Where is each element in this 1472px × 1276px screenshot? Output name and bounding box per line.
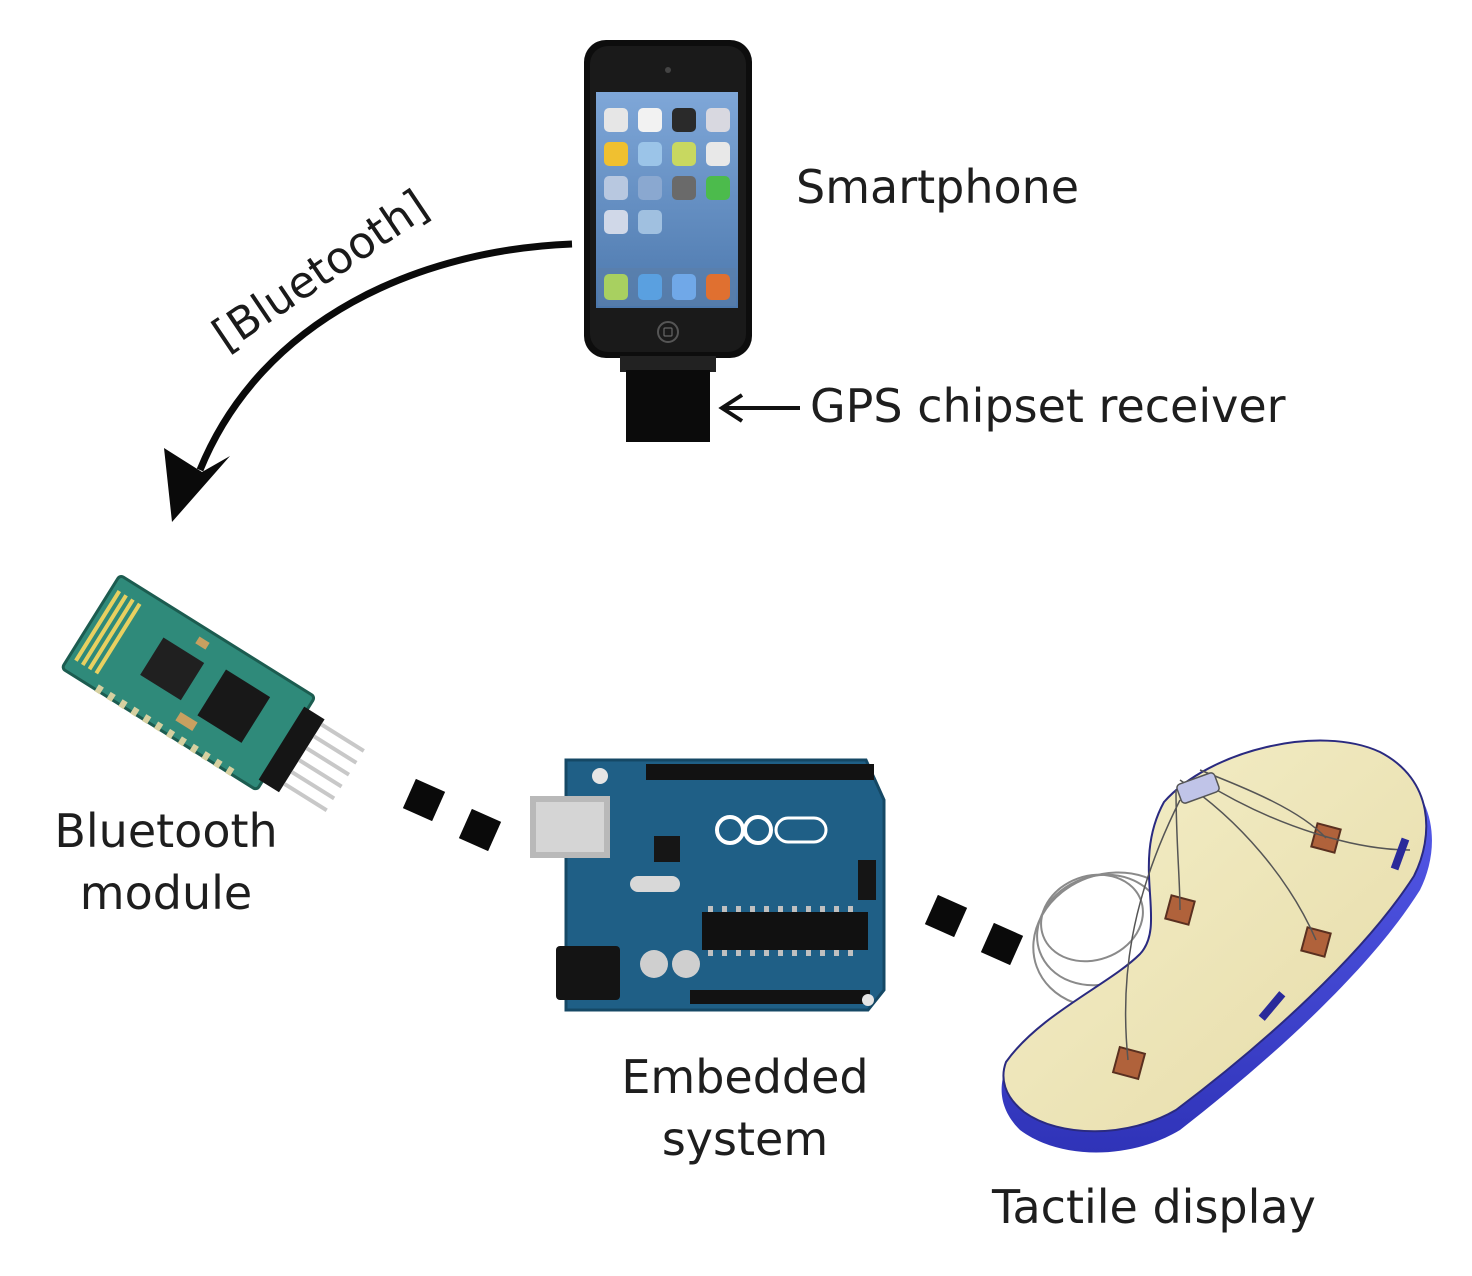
bluetooth-module-icon — [61, 575, 365, 812]
smartphone-label: Smartphone — [796, 160, 1080, 214]
bluetooth-link-label: [Bluetooth] — [204, 180, 438, 361]
tactile-insole-icon — [1001, 739, 1432, 1153]
app-icons — [598, 108, 736, 306]
arduino-board-icon — [530, 758, 886, 1012]
gps-receiver-icon — [620, 356, 716, 442]
embedded-system-label: Embedded system — [590, 1046, 900, 1170]
connector-board-to-insole — [924, 894, 1024, 966]
embedded-system-label-line1: Embedded — [621, 1050, 869, 1104]
tactile-display-label: Tactile display — [992, 1180, 1316, 1234]
gps-arrow — [718, 393, 800, 423]
bluetooth-module-label-line2: module — [79, 866, 253, 920]
gps-receiver-label: GPS chipset receiver — [810, 379, 1286, 433]
smartphone-icon — [584, 40, 752, 358]
connector-bt-to-board — [402, 778, 502, 852]
embedded-system-label-line2: system — [661, 1112, 829, 1166]
bluetooth-arc-arrow — [164, 240, 573, 522]
bluetooth-module-label: Bluetooth module — [16, 800, 316, 924]
bluetooth-module-label-line1: Bluetooth — [54, 804, 278, 858]
